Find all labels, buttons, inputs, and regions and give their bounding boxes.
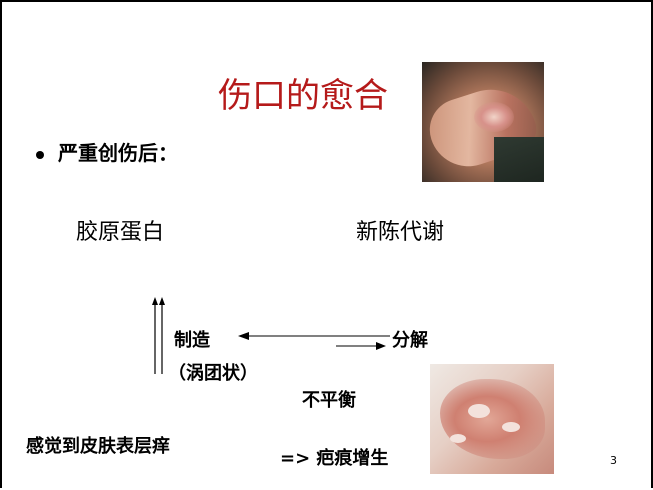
- metabolism-label: 新陈代谢: [356, 220, 445, 245]
- up-arrowhead-right: [159, 297, 165, 305]
- scar-patch: [450, 434, 466, 443]
- photo-background: [494, 137, 544, 182]
- left-arrowhead: [238, 332, 249, 340]
- itch-label: 感觉到皮肤表层痒: [26, 436, 170, 457]
- scar-skin-photo: [430, 364, 554, 474]
- scar-area: [440, 379, 545, 459]
- page-number: 3: [610, 454, 617, 467]
- whorl-label: （涡团状）: [168, 363, 258, 384]
- burn-arm-photo: [422, 62, 544, 182]
- imbalance-label: 不平衡: [302, 390, 356, 411]
- slide-title: 伤口的愈合: [218, 76, 388, 116]
- bullet-text: 严重创伤后：: [58, 141, 178, 165]
- bullet-icon: [36, 150, 44, 159]
- right-arrowhead: [376, 342, 386, 350]
- synthesis-label: 制造: [174, 330, 210, 351]
- bullet-point: 严重创伤后：: [36, 137, 178, 166]
- scar-patch: [502, 422, 520, 432]
- scar-patch: [468, 404, 490, 418]
- collagen-label: 胶原蛋白: [76, 220, 165, 245]
- up-arrowhead-left: [152, 297, 158, 305]
- breakdown-label: 分解: [392, 330, 428, 351]
- result-label: => 疤痕增生: [280, 448, 389, 469]
- wound-area: [474, 102, 514, 132]
